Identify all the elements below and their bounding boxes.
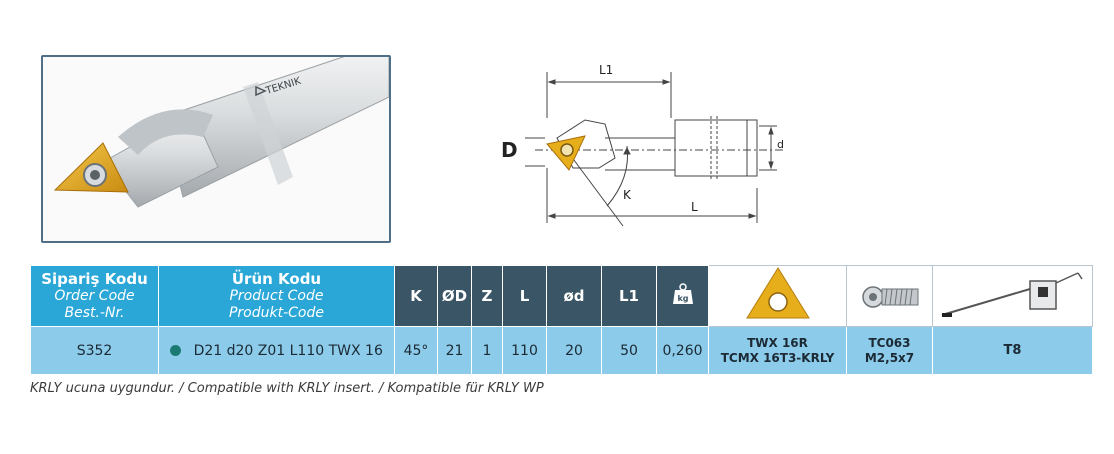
cell-insert: TWX 16R TCMX 16T3-KRLY [708, 326, 847, 375]
cell-key: T8 [932, 326, 1093, 375]
product-code-tr: Ürün Kodu [231, 269, 322, 288]
col-z: Z [471, 265, 503, 327]
torx-key-icon [941, 272, 1083, 317]
cell-weight: 0,260 [656, 326, 709, 375]
table-header-row: Sipariş Kodu Order Code Best.-Nr. Ürün K… [30, 265, 1093, 327]
dim-d-large-label: D [501, 138, 518, 162]
screw-size: M2,5x7 [864, 350, 915, 365]
screw-code: TC063 [868, 335, 911, 350]
order-code-en: Order Code [54, 287, 135, 304]
col-l1: L1 [601, 265, 657, 327]
col-k: K [394, 265, 438, 327]
weight-icon: kg [672, 283, 693, 304]
col-weight: kg [656, 265, 709, 327]
spec-table: Sipariş Kodu Order Code Best.-Nr. Ürün K… [30, 265, 1093, 375]
product-code-de: Produkt-Code [228, 304, 324, 321]
cell-l1: 50 [601, 326, 657, 375]
cell-l: 110 [502, 326, 547, 375]
dim-l-label: L [691, 200, 698, 214]
cell-od: 21 [437, 326, 472, 375]
insert-icon [745, 267, 810, 319]
screw-image-cell [846, 265, 933, 327]
col-order-code: Sipariş Kodu Order Code Best.-Nr. [30, 265, 159, 327]
dim-l1-label: L1 [599, 63, 613, 77]
cell-sd: 20 [546, 326, 602, 375]
order-code-de: Best.-Nr. [64, 304, 125, 321]
insert-code-2: TCMX 16T3-KRLY [720, 350, 835, 365]
weight-unit-label: kg [677, 294, 688, 303]
order-code-tr: Sipariş Kodu [41, 269, 148, 288]
technical-drawing: L1 D d K L [501, 63, 785, 227]
col-od: ØD [437, 265, 472, 327]
stock-indicator-icon [170, 344, 182, 356]
dim-d-small-label: d [777, 138, 784, 151]
screw-icon [861, 286, 918, 308]
table-row[interactable]: S352 D21 d20 Z01 L110 TWX 16 45° 21 1 11… [30, 326, 1093, 375]
key-image-cell [932, 265, 1093, 327]
footnote: KRLY ucuna uygundur. / Compatible with K… [30, 381, 544, 396]
col-l: L [502, 265, 547, 327]
product-code-en: Product Code [229, 287, 324, 304]
cell-order-code: S352 [30, 326, 159, 375]
insert-code-1: TWX 16R [747, 335, 808, 350]
cell-screw: TC063 M2,5x7 [846, 326, 933, 375]
insert-image-cell [708, 265, 847, 327]
cell-z: 1 [471, 326, 503, 375]
cell-k: 45° [394, 326, 438, 375]
dim-k-label: K [623, 188, 632, 202]
col-sd: ød [546, 265, 602, 327]
product-code-value: D21 d20 Z01 L110 TWX 16 [193, 342, 383, 359]
col-product-code: Ürün Kodu Product Code Produkt-Code [158, 265, 395, 327]
product-photo: TEKNIK [41, 55, 391, 243]
cell-product-code: D21 d20 Z01 L110 TWX 16 [158, 326, 395, 375]
